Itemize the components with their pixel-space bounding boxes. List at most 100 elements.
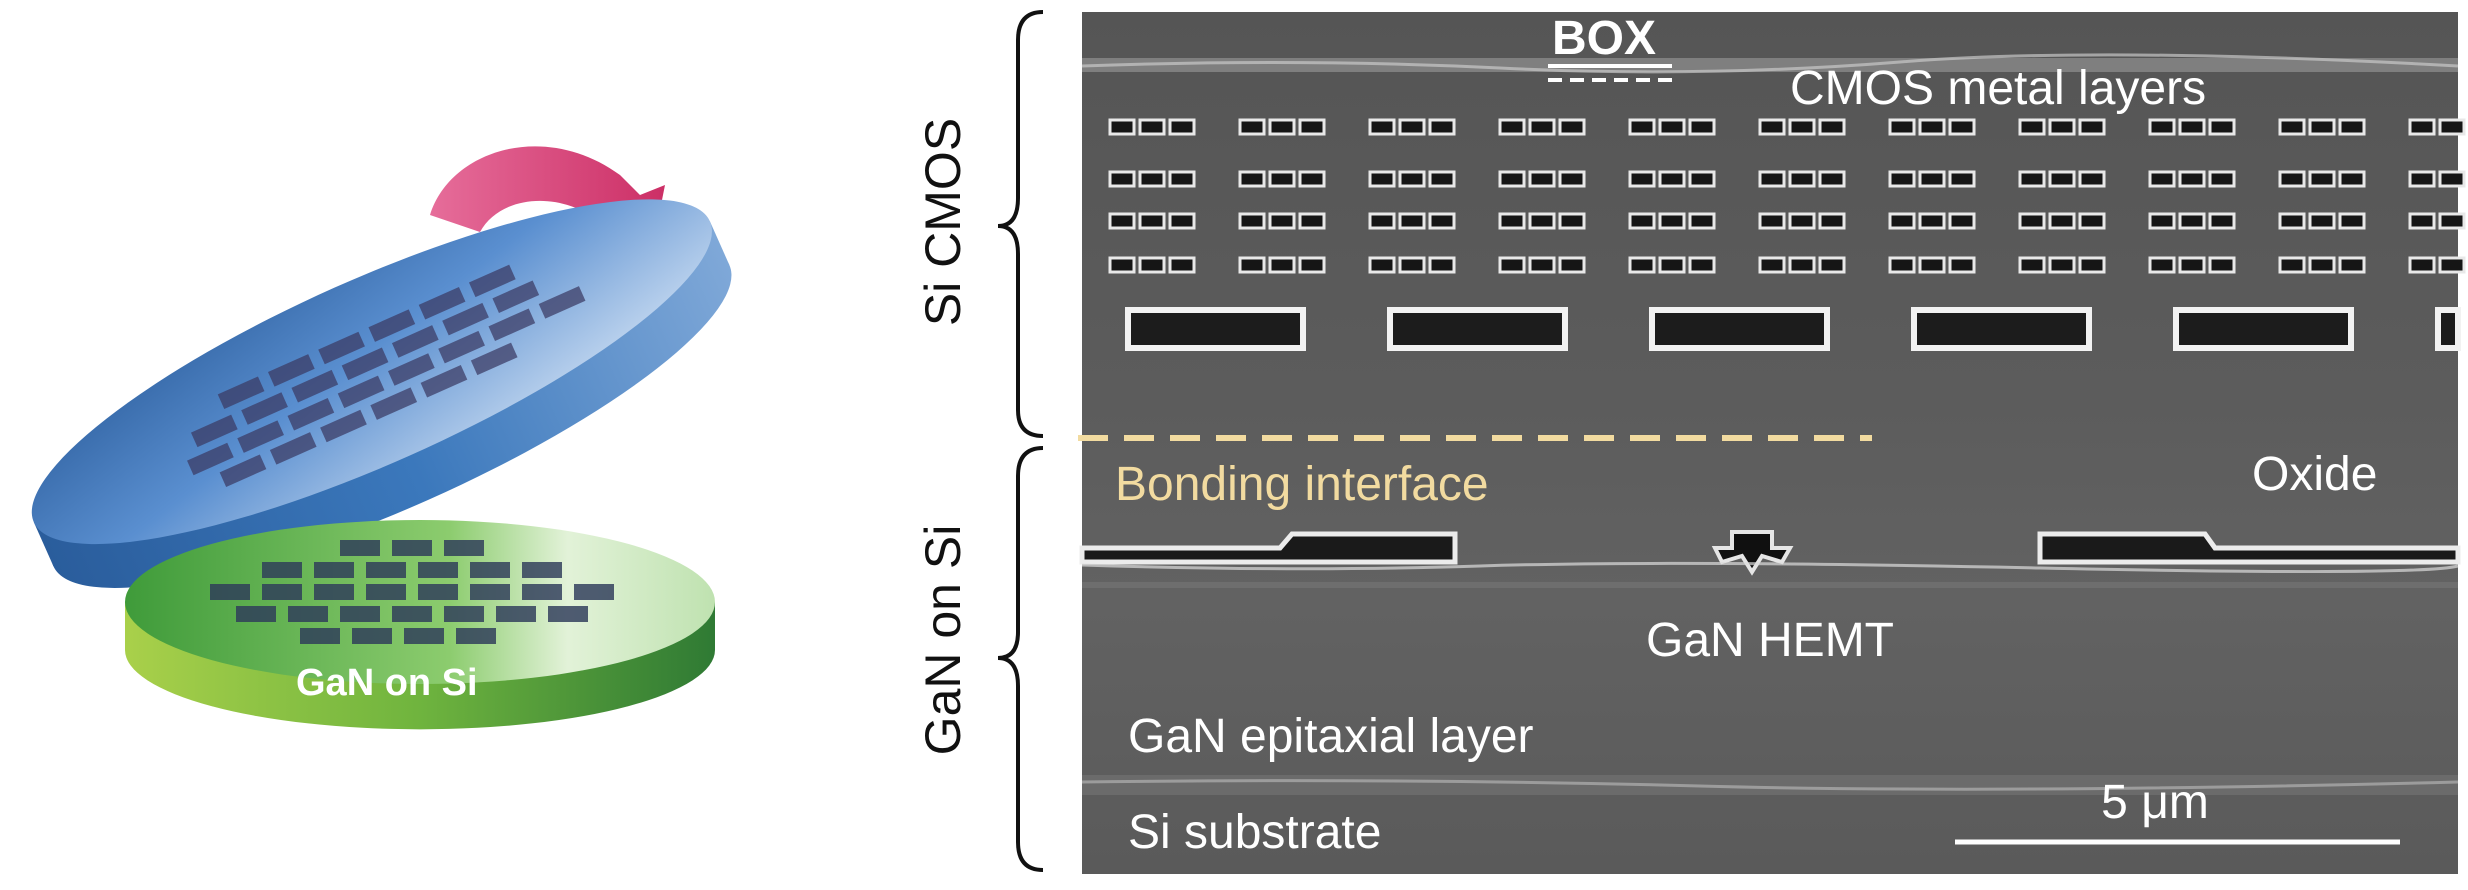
metal-via [2208,170,2236,188]
metal-via [1888,256,1916,274]
scale-bar-label: 5 μm [2101,776,2209,829]
metal-via [1268,212,1296,230]
sem-background [1082,12,2458,874]
metal-via [1398,212,1426,230]
gan-on-si-brace [997,446,1044,872]
side-labels: Si CMOS GaN on Si [915,10,1044,872]
metal-via [2178,118,2206,136]
gan-on-si-wafer-label: GaN on Si [296,662,478,704]
metal-via [2278,256,2306,274]
metal-via [1268,118,1296,136]
metal-via [1788,212,1816,230]
metal-via [1818,212,1846,230]
metal-via [1238,118,1266,136]
metal-via [2408,256,2436,274]
box-label: BOX [1552,12,1656,65]
metal-via [2178,212,2206,230]
metal-via [1298,170,1326,188]
metal-via [1368,170,1396,188]
metal-via [1398,170,1426,188]
sem-cross-section: BOX CMOS metal layers Bonding interface … [1078,12,2466,874]
metal-via [1948,170,1976,188]
top-metal-pad [1125,307,1306,351]
metal-via [2308,212,2336,230]
metal-via [2208,212,2236,230]
metal-via [1168,256,1196,274]
metal-via [1498,212,1526,230]
metal-via [2018,256,2046,274]
metal-via [1238,212,1266,230]
metal-via [1138,256,1166,274]
wafer-illustration: Si CMOS GaN on Si [31,146,732,730]
metal-via [1168,170,1196,188]
metal-via [1428,118,1456,136]
metal-via [1628,256,1656,274]
metal-via [2208,118,2236,136]
metal-via [1658,118,1686,136]
metal-via [1168,212,1196,230]
metal-via [2278,118,2306,136]
metal-via [2408,212,2436,230]
metal-via [2048,212,2076,230]
metal-via [1758,212,1786,230]
metal-via [1168,118,1196,136]
metal-via [1428,170,1456,188]
metal-via [1108,212,1136,230]
metal-via [1428,212,1456,230]
metal-via [2278,170,2306,188]
metal-via [1238,256,1266,274]
metal-via [1268,256,1296,274]
metal-via [1528,256,1556,274]
metal-via [1918,170,1946,188]
metal-via [1758,256,1786,274]
metal-via [1688,212,1716,230]
gan-die-grid [210,540,614,644]
gan-epitaxial-layer-label: GaN epitaxial layer [1128,710,1534,763]
metal-via [1628,170,1656,188]
metal-via [1948,256,1976,274]
metal-via [1818,170,1846,188]
metal-via [1918,256,1946,274]
metal-via [2178,170,2206,188]
si-cmos-brace [997,10,1044,438]
gan-si-boundary [1081,775,2459,795]
metal-via [2018,170,2046,188]
metal-via [2438,212,2466,230]
metal-via [1558,212,1586,230]
metal-via [1298,256,1326,274]
metal-via [1888,170,1916,188]
top-metal-pads [1125,307,2461,351]
metal-via [1268,170,1296,188]
box-layer-band [1082,58,2458,72]
metal-via [2438,256,2466,274]
metal-via [1108,256,1136,274]
metal-via [1528,118,1556,136]
metal-via [1498,256,1526,274]
metal-via [1628,212,1656,230]
metal-via [2308,256,2336,274]
metal-via [1688,170,1716,188]
metal-via [1398,256,1426,274]
metal-via [2438,118,2466,136]
metal-via [2078,170,2106,188]
metal-via [1948,118,1976,136]
si-cmos-die-grid [187,264,586,487]
metal-via [1298,118,1326,136]
metal-via [1368,212,1396,230]
metal-via [1688,118,1716,136]
metal-via [2148,118,2176,136]
metal-via [1758,118,1786,136]
gan-hemt-label: GaN HEMT [1646,614,1894,667]
metal-via [1498,118,1526,136]
top-metal-pad [1649,307,1830,351]
metal-via [1658,170,1686,188]
metal-via [1298,212,1326,230]
metal-via [2048,170,2076,188]
metal-via [1238,170,1266,188]
top-metal-pad [2435,307,2461,351]
metal-via [2338,212,2366,230]
metal-via [1788,256,1816,274]
metal-via [1138,212,1166,230]
bonding-interface-label: Bonding interface [1115,458,1489,511]
